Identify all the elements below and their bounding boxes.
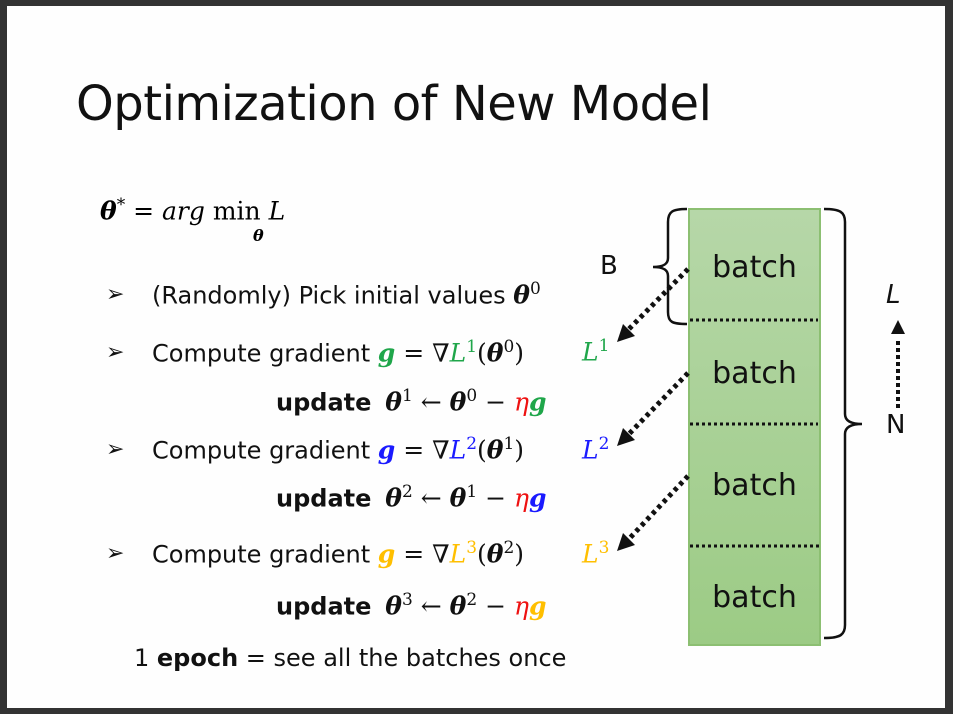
batch-size-label: B [600,251,618,281]
total-loss-label: L [886,280,901,310]
slide-title: Optimization of New Model [76,76,712,132]
batch-3: batch [712,468,797,503]
bullet-arrow-icon: ➢ [106,436,125,461]
min-subscript: θ [253,226,264,245]
step-compute-gradient-2: Compute gradient g = ∇L2(θ1) [152,434,525,465]
loss-label-3: L3 [582,538,610,569]
step-compute-gradient-3: Compute gradient g = ∇L3(θ2) [152,538,525,569]
total-size-label: N [886,410,906,440]
batch-2: batch [712,356,797,391]
arrow-batch2-to-L2 [626,371,690,437]
update-3: update θ3 ← θ2 − ηg [276,590,547,621]
arrowhead-icon [617,428,635,446]
arrowhead-icon [617,533,635,551]
batch-4: batch [712,580,797,615]
update-2: update θ2 ← θ1 − ηg [276,482,547,513]
loss-label-1: L1 [582,336,610,367]
bullet-arrow-icon: ➢ [106,281,125,306]
step-pick-initial: (Randomly) Pick initial values θ0 [152,279,541,310]
epoch-note: 1 epoch = see all the batches once [134,644,567,672]
step-compute-gradient-1: Compute gradient g = ∇L1(θ0) [152,337,525,368]
arrowhead-icon [617,324,635,342]
loss-label-2: L2 [582,434,610,465]
bullet-arrow-icon: ➢ [106,339,125,364]
arrowhead-up-icon [891,320,905,334]
arrow-batch3-to-L3 [626,474,690,542]
arrow-batch1-to-L1 [626,267,690,332]
batch-brace-icon [652,207,688,326]
dataset-bar [688,208,821,646]
objective-formula: θ* = arg min L [100,195,286,226]
batch-1: batch [712,250,797,285]
total-brace-icon [823,207,863,640]
update-1: update θ1 ← θ0 − ηg [276,386,547,417]
bullet-arrow-icon: ➢ [106,540,125,565]
